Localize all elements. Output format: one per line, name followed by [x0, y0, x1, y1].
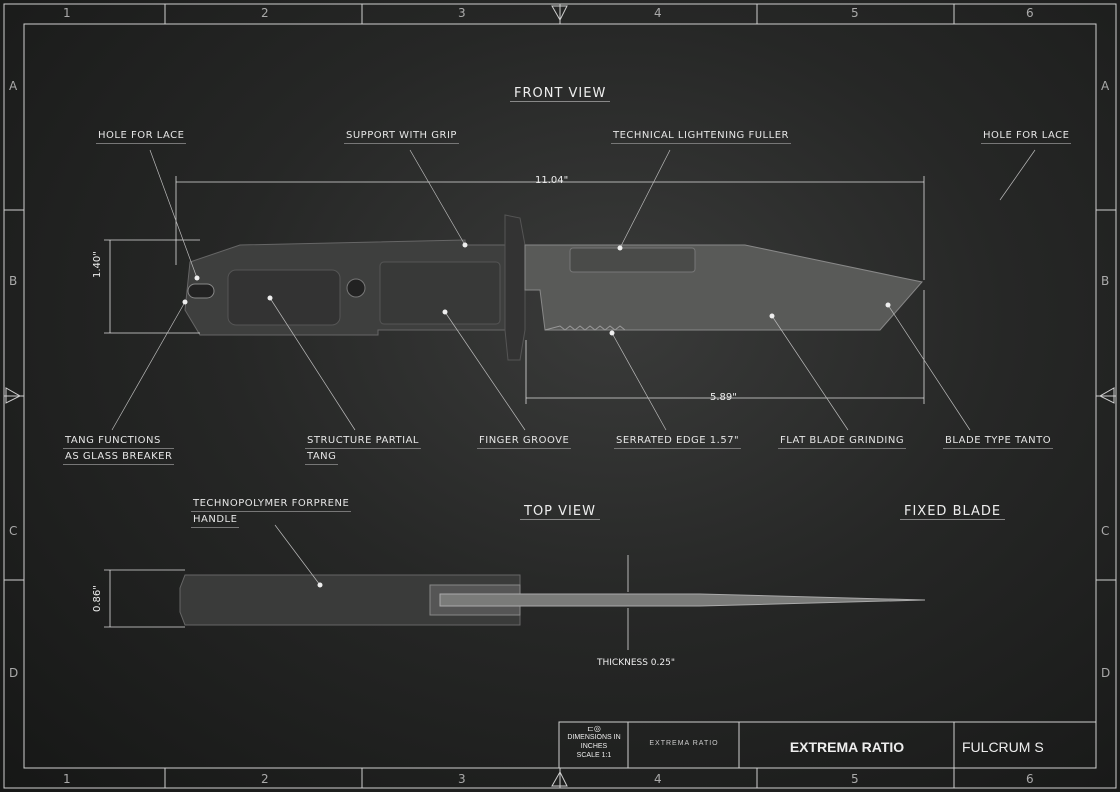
column-label-2-bottom: 2: [261, 772, 269, 786]
column-label-2: 2: [261, 6, 269, 20]
outer-frame: [3, 3, 1117, 789]
column-label-3-bottom: 3: [458, 772, 466, 786]
row-label-a-right: A: [1101, 79, 1110, 93]
units-cell: ⊏◎ DIMENSIONS IN INCHES SCALE 1:1: [560, 724, 628, 760]
column-label-4-bottom: 4: [654, 772, 662, 786]
fixed-blade-title: FIXED BLADE: [900, 504, 1006, 520]
title-block-lines: [558, 721, 1097, 769]
model-name: FULCRUM S: [962, 739, 1044, 755]
row-label-d: D: [9, 666, 19, 680]
knife-top-view: [179, 574, 926, 626]
column-label-1-bottom: 1: [63, 772, 71, 786]
projection-icon: ⊏◎: [587, 724, 601, 733]
dimension-height: 1.40": [92, 251, 103, 278]
row-label-b: B: [9, 274, 18, 288]
label-flat-blade-grinding: FLAT BLADE GRINDING: [778, 433, 907, 449]
dimension-lines: [104, 176, 925, 650]
label-support-with-grip: SUPPORT WITH GRIP: [344, 128, 459, 144]
row-label-c-right: C: [1101, 524, 1110, 538]
column-label-6-bottom: 6: [1026, 772, 1034, 786]
row-label-d-right: D: [1101, 666, 1111, 680]
label-finger-groove: FINGER GROOVE: [477, 433, 572, 449]
column-label-1: 1: [63, 6, 71, 20]
row-label-c: C: [9, 524, 18, 538]
label-technical-lightening-fuller: TECHNICAL LIGHTENING FULLER: [611, 128, 791, 144]
knife-front-view: [184, 214, 923, 361]
column-label-4: 4: [654, 6, 662, 20]
label-hole-for-lace-left: HOLE FOR LACE: [96, 128, 187, 144]
dimension-overall-length: 11.04": [535, 175, 569, 186]
center-markers: [4, 4, 1116, 788]
front-view-title: FRONT VIEW: [510, 86, 611, 102]
column-label-5: 5: [851, 6, 859, 20]
dimension-width: 0.86": [92, 585, 103, 612]
label-serrated-edge: SERRATED EDGE 1.57": [614, 433, 742, 449]
top-view-title: TOP VIEW: [520, 504, 600, 520]
row-label-a: A: [9, 79, 18, 93]
column-label-6: 6: [1026, 6, 1034, 20]
dimension-blade-length: 5.89": [710, 392, 737, 403]
brand-name: EXTREMA RATIO: [789, 739, 905, 755]
label-blade-type-tanto: BLADE TYPE TANTO: [943, 433, 1054, 449]
leader-dots: [182, 242, 891, 588]
column-label-3: 3: [458, 6, 466, 20]
brand-logo: EXTREMA RATIO: [649, 740, 719, 747]
column-label-5-bottom: 5: [851, 772, 859, 786]
leader-lines: [111, 149, 1036, 586]
dimension-thickness: THICKNESS 0.25": [597, 658, 675, 668]
row-label-b-right: B: [1101, 274, 1110, 288]
grid-dividers: [4, 4, 1116, 788]
label-hole-for-lace-right: HOLE FOR LACE: [981, 128, 1072, 144]
